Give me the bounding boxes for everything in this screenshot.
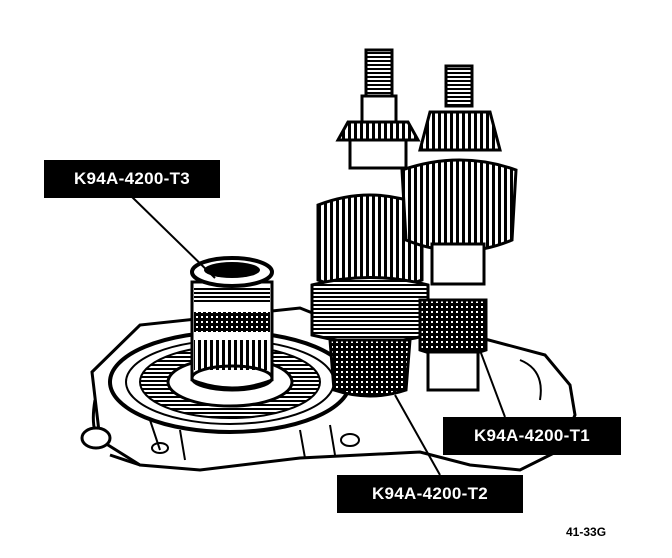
main-shaft-drawing [310, 48, 430, 398]
counter-shaft-drawing [400, 64, 518, 392]
tool-label-t3: K94A-4200-T3 [44, 160, 220, 198]
leader-line-t2 [394, 394, 441, 476]
tool-t3-drawing [190, 256, 274, 392]
tool-label-t2: K94A-4200-T2 [337, 475, 523, 513]
leader-line-t3 [129, 194, 216, 279]
figure-number: 41-33G [566, 525, 607, 539]
leader-line-t1 [477, 344, 506, 418]
tool-label-t1: K94A-4200-T1 [443, 417, 621, 455]
